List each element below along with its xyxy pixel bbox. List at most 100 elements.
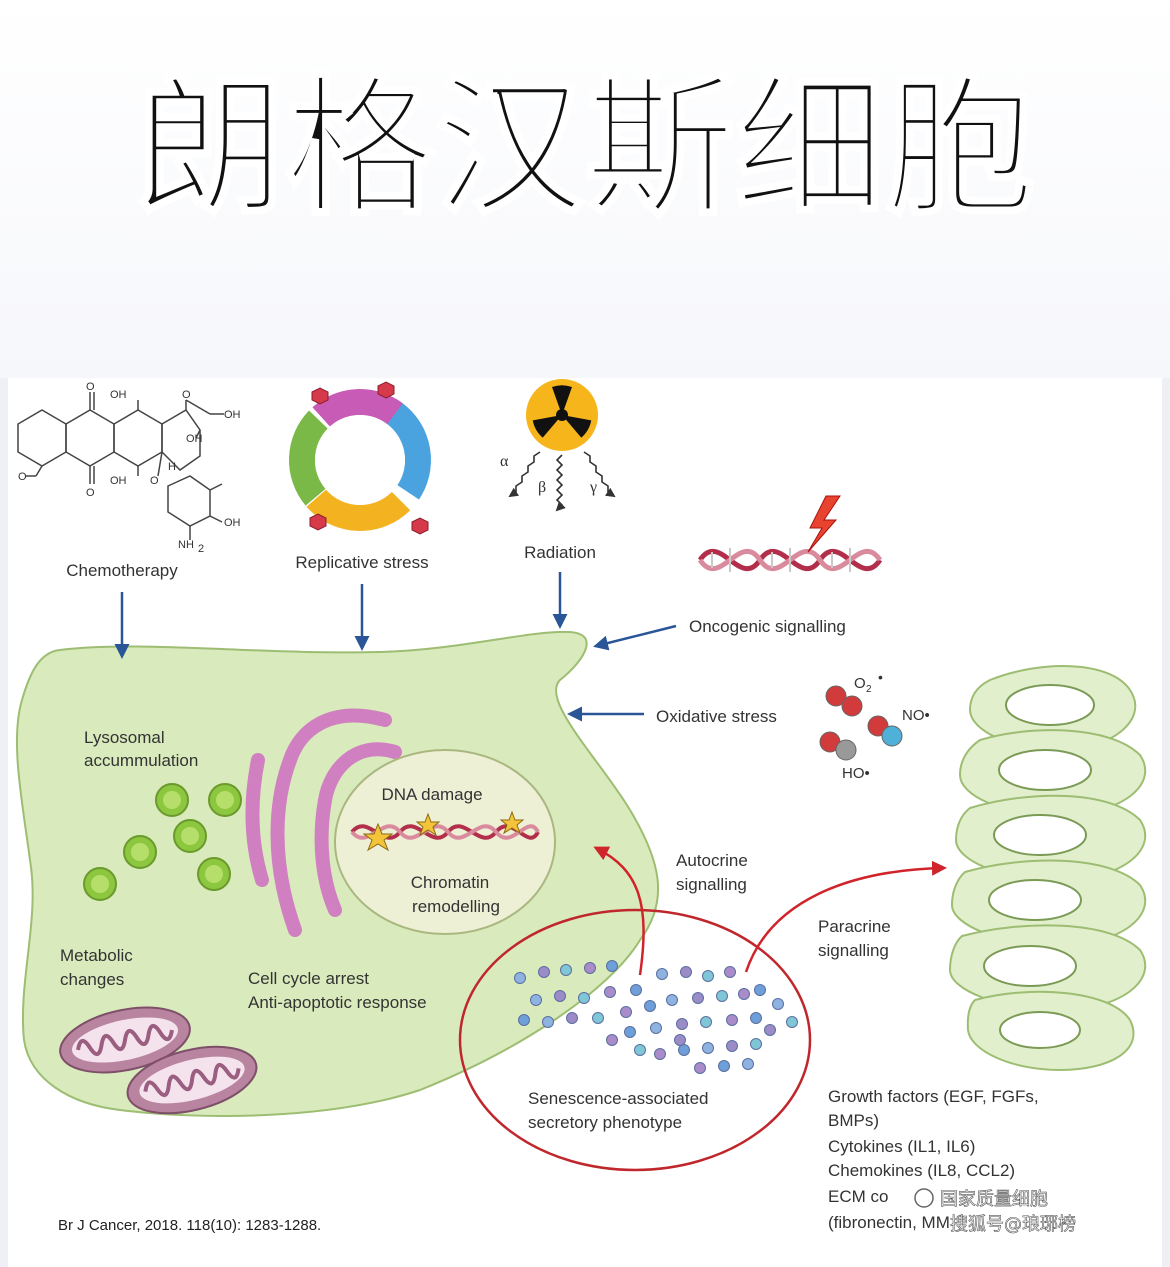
sasp-particle: [718, 1060, 730, 1072]
chem-label: O: [182, 389, 191, 401]
label-oxidative-stress: Oxidative stress: [656, 707, 777, 726]
label-autocrine-2: signalling: [676, 875, 747, 894]
chem-label: OH: [186, 433, 203, 445]
inducer-arrows: [114, 572, 677, 722]
sasp-particle: [676, 1018, 688, 1030]
sasp-particle: [530, 994, 542, 1006]
chem-label: 2: [198, 543, 204, 555]
senescent-cell-body: [15, 630, 660, 1117]
label-sasp-1: Senescence-associated: [528, 1089, 709, 1108]
lysosome-cores: [91, 791, 234, 893]
sasp-particle: [620, 1006, 632, 1018]
nucleus: [334, 749, 556, 935]
sasp-particle: [700, 1016, 712, 1028]
chemotherapy-molecule: [17, 392, 224, 540]
factor-item: ECM co: [828, 1187, 888, 1206]
label-chromatin-2: remodelling: [412, 897, 500, 916]
sasp-particle: [726, 1014, 738, 1026]
label-metabolic-2: changes: [60, 970, 124, 989]
label-superoxide: O: [854, 675, 866, 692]
chem-label: H: [168, 461, 176, 473]
sasp-particle: [724, 966, 736, 978]
citation: Br J Cancer, 2018. 118(10): 1283-1288.: [58, 1217, 321, 1234]
sasp-boundary: [458, 908, 812, 1172]
dna-damage-marks: [362, 810, 525, 852]
factors-list: Growth factors (EGF, FGFs, BMPs) Cytokin…: [828, 1087, 1039, 1232]
page-title: 朗格汉斯细胞: [135, 62, 1035, 236]
sasp-particle: [624, 1026, 636, 1038]
label-chemotherapy: Chemotherapy: [66, 561, 178, 580]
sasp-particle: [674, 1034, 686, 1046]
oncogenic-dna: [697, 548, 883, 572]
sasp-particle: [702, 1042, 714, 1054]
sasp-particle: [654, 1048, 666, 1060]
sasp-particle: [542, 1016, 554, 1028]
chem-label: OH: [110, 475, 127, 487]
sasp-particle: [694, 1062, 706, 1074]
sasp-particle: [630, 984, 642, 996]
sasp-particle: [656, 968, 668, 980]
label-superoxide-sub: 2: [866, 684, 872, 695]
sasp-particle: [680, 966, 692, 978]
factor-item: Chemokines (IL8, CCL2): [828, 1161, 1015, 1180]
label-nitric-oxide: NO•: [902, 707, 930, 724]
radical-molecules: [819, 685, 903, 761]
sasp-particle: [644, 1000, 656, 1012]
sasp-particle: [606, 1034, 618, 1046]
sasp-particle: [716, 990, 728, 1002]
sasp-particle: [592, 1012, 604, 1024]
sasp-particle: [538, 966, 550, 978]
sasp-particle: [750, 1038, 762, 1050]
label-chromatin-1: Chromatin: [411, 873, 489, 892]
sasp-particle: [750, 1012, 762, 1024]
sasp-particle: [726, 1040, 738, 1052]
chemotherapy-labels: OH OH OH OH OH O O O O O H NH 2: [18, 381, 241, 555]
label-radiation: Radiation: [524, 543, 596, 562]
label-sasp-2: secretory phenotype: [528, 1113, 682, 1132]
wechat-icon: [914, 1188, 934, 1208]
chem-label: NH: [178, 539, 194, 551]
sasp-particle: [772, 998, 784, 1010]
chem-label: OH: [224, 517, 241, 529]
sasp-particle: [518, 1014, 530, 1026]
neighbor-cells: [948, 665, 1147, 1072]
label-lysosomal-1: Lysosomal: [84, 728, 165, 747]
sasp-particle: [566, 1012, 578, 1024]
mitochondrion: [126, 1045, 258, 1115]
factor-item: Growth factors (EGF, FGFs,: [828, 1087, 1039, 1106]
label-metabolic-1: Metabolic: [60, 946, 133, 965]
chem-label: O: [18, 471, 27, 483]
sasp-particle: [584, 962, 596, 974]
sasp-particle: [560, 964, 572, 976]
sasp-particle: [578, 992, 590, 1004]
chem-label: O: [86, 381, 95, 393]
title-background: [0, 0, 1170, 380]
factor-item: (fibronectin, MM: [828, 1213, 950, 1232]
sasp-particle: [604, 986, 616, 998]
label-anti-apoptotic: Anti-apoptotic response: [248, 993, 427, 1012]
sasp-particle: [764, 1024, 776, 1036]
label-gamma: γ: [589, 479, 597, 496]
sasp-particle: [742, 1058, 754, 1070]
sasp-particle: [606, 960, 618, 972]
endoplasmic-reticulum: [245, 708, 402, 937]
chem-label: O: [86, 487, 95, 499]
factor-item: BMPs): [828, 1111, 879, 1130]
sasp-particle: [650, 1022, 662, 1034]
sasp-particles: [514, 960, 798, 1074]
label-paracrine-1: Paracrine: [818, 917, 891, 936]
mitochondrion: [59, 1006, 191, 1074]
radiation-rays: [508, 451, 616, 512]
label-alpha: α: [500, 453, 509, 470]
label-cell-cycle-arrest: Cell cycle arrest: [248, 969, 369, 988]
sasp-particle: [514, 972, 526, 984]
panel-edge-left: [0, 378, 8, 1267]
label-autocrine-1: Autocrine: [676, 851, 748, 870]
sasp-particle: [554, 990, 566, 1002]
chem-label: OH: [110, 389, 127, 401]
sasp-particle: [786, 1016, 798, 1028]
label-beta: β: [538, 479, 546, 496]
label-oncogenic-signalling: Oncogenic signalling: [689, 617, 846, 636]
label-replicative-stress: Replicative stress: [295, 553, 428, 572]
